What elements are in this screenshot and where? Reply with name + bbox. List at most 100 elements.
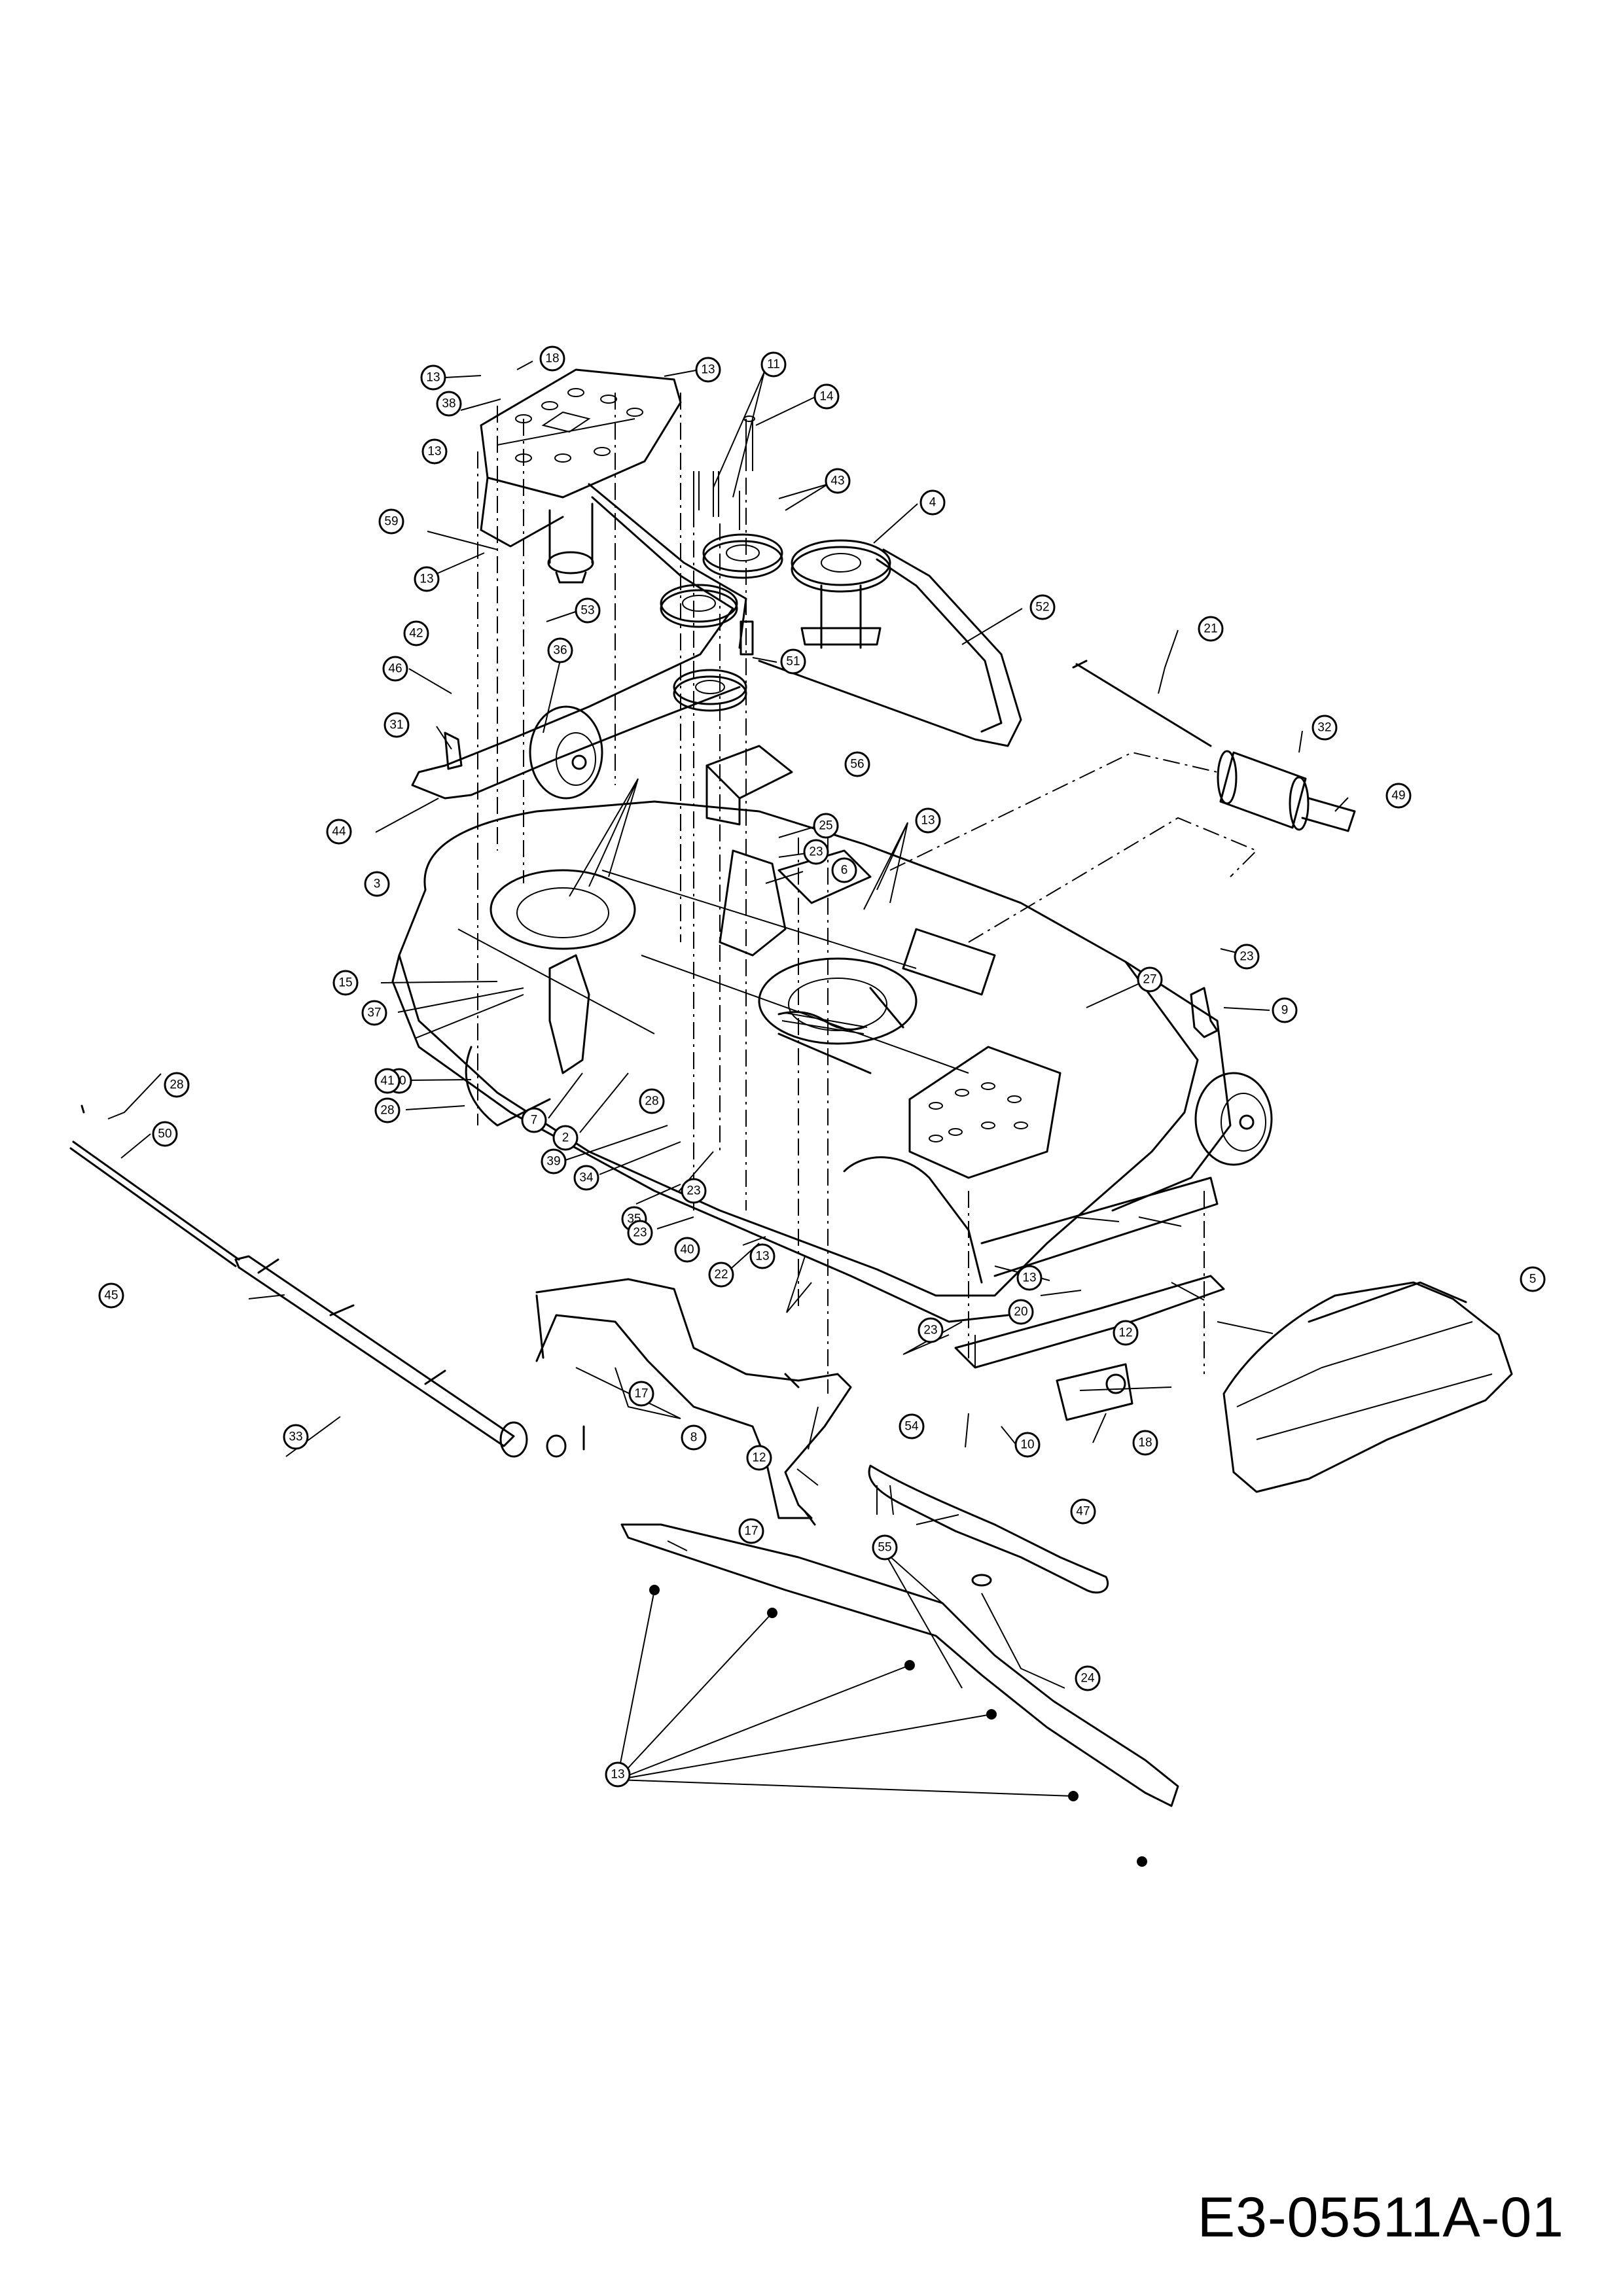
callout-13: 13 xyxy=(421,438,448,465)
callout-label: 15 xyxy=(338,976,352,990)
callout-label: 41 xyxy=(380,1074,394,1088)
callout-label: 8 xyxy=(690,1431,698,1445)
callout-label: 42 xyxy=(409,627,423,641)
callout-label: 24 xyxy=(1080,1672,1095,1686)
callout-label: 9 xyxy=(1281,1004,1289,1017)
callout-50: 50 xyxy=(152,1121,178,1147)
callout-label: 5 xyxy=(1529,1273,1537,1286)
callout-53: 53 xyxy=(575,597,601,624)
callout-label: 17 xyxy=(744,1525,758,1538)
callout-label: 13 xyxy=(755,1250,769,1263)
callout-label: 28 xyxy=(380,1104,394,1118)
callout-13: 13 xyxy=(414,566,440,592)
callout-label: 3 xyxy=(374,877,381,891)
callout-13: 13 xyxy=(605,1761,631,1788)
callout-label: 34 xyxy=(579,1171,594,1185)
callout-label: 28 xyxy=(169,1078,183,1092)
callout-8: 8 xyxy=(681,1424,707,1451)
callout-17: 17 xyxy=(628,1381,654,1407)
callout-38: 38 xyxy=(436,391,462,417)
callout-7: 7 xyxy=(521,1107,547,1133)
callout-21: 21 xyxy=(1198,616,1224,642)
callout-11: 11 xyxy=(760,351,787,378)
callout-14: 14 xyxy=(813,383,840,410)
callout-label: 10 xyxy=(1020,1438,1034,1452)
callout-label: 32 xyxy=(1317,721,1331,735)
callout-33: 33 xyxy=(283,1424,309,1450)
callout-46: 46 xyxy=(382,656,408,682)
callout-label: 13 xyxy=(427,445,441,459)
callout-28: 28 xyxy=(164,1072,190,1098)
callout-label: 23 xyxy=(923,1324,937,1337)
drawing-code: E3-05511A-01 xyxy=(1197,2186,1564,2249)
callout-label: 20 xyxy=(1014,1305,1027,1319)
callout-15: 15 xyxy=(332,970,359,996)
callout-31: 31 xyxy=(383,712,410,738)
callout-32: 32 xyxy=(1311,715,1338,741)
callout-18: 18 xyxy=(539,345,565,372)
callout-label: 4 xyxy=(929,496,936,510)
callout-label: 33 xyxy=(289,1430,302,1444)
callout-23: 23 xyxy=(803,839,829,865)
callout-label: 7 xyxy=(531,1114,538,1127)
callout-28: 28 xyxy=(639,1088,665,1114)
callout-label: 31 xyxy=(389,718,403,732)
callout-13: 13 xyxy=(695,357,721,383)
callout-label: 45 xyxy=(104,1289,118,1303)
callout-36: 36 xyxy=(547,637,573,663)
callout-label: 13 xyxy=(419,573,433,586)
callout-label: 12 xyxy=(752,1451,766,1465)
callout-52: 52 xyxy=(1029,594,1056,620)
callout-18: 18 xyxy=(1132,1430,1158,1456)
callout-55: 55 xyxy=(872,1534,898,1561)
callout-label: 13 xyxy=(426,371,440,385)
callout-label: 11 xyxy=(767,358,780,372)
callout-label: 12 xyxy=(1118,1326,1132,1340)
callout-label: 27 xyxy=(1143,973,1156,987)
callout-label: 18 xyxy=(1138,1436,1152,1450)
callout-54: 54 xyxy=(899,1413,925,1439)
callout-label: 52 xyxy=(1035,601,1049,614)
callout-label: 46 xyxy=(388,662,402,676)
callout-label: 18 xyxy=(545,352,559,366)
callout-label: 50 xyxy=(158,1127,171,1141)
callout-40: 40 xyxy=(674,1237,700,1263)
callout-25: 25 xyxy=(813,813,839,839)
callout-label: 14 xyxy=(819,390,834,404)
callout-12: 12 xyxy=(1113,1320,1139,1346)
callout-41: 41 xyxy=(374,1068,401,1094)
callout-label: 39 xyxy=(546,1155,560,1169)
callout-2: 2 xyxy=(552,1125,579,1151)
callout-13: 13 xyxy=(915,807,941,834)
callout-label: 49 xyxy=(1391,789,1405,803)
callout-9: 9 xyxy=(1272,997,1298,1023)
callout-43: 43 xyxy=(825,468,851,494)
callout-label: 38 xyxy=(442,397,455,411)
callout-label: 51 xyxy=(786,655,800,669)
callout-45: 45 xyxy=(98,1282,124,1309)
callout-44: 44 xyxy=(326,819,352,845)
callout-23: 23 xyxy=(1234,944,1260,970)
callout-49: 49 xyxy=(1385,783,1412,809)
callout-13: 13 xyxy=(420,364,446,391)
callout-13: 13 xyxy=(749,1243,776,1269)
callout-label: 28 xyxy=(645,1095,658,1108)
callout-37: 37 xyxy=(361,1000,387,1026)
callout-6: 6 xyxy=(831,857,857,883)
callout-label: 47 xyxy=(1076,1505,1090,1519)
callout-label: 23 xyxy=(1240,950,1253,964)
callout-label: 54 xyxy=(904,1420,919,1434)
callout-23: 23 xyxy=(627,1220,653,1246)
callout-label: 17 xyxy=(634,1387,648,1401)
callout-34: 34 xyxy=(573,1165,599,1191)
callout-39: 39 xyxy=(541,1148,567,1174)
callout-label: 2 xyxy=(562,1131,569,1145)
callout-56: 56 xyxy=(844,751,870,777)
callout-24: 24 xyxy=(1075,1665,1101,1691)
callout-label: 44 xyxy=(332,825,346,839)
callout-label: 23 xyxy=(633,1226,647,1240)
callout-22: 22 xyxy=(708,1262,734,1288)
callout-label: 36 xyxy=(553,644,567,658)
callout-47: 47 xyxy=(1070,1498,1096,1525)
callout-17: 17 xyxy=(738,1518,764,1544)
